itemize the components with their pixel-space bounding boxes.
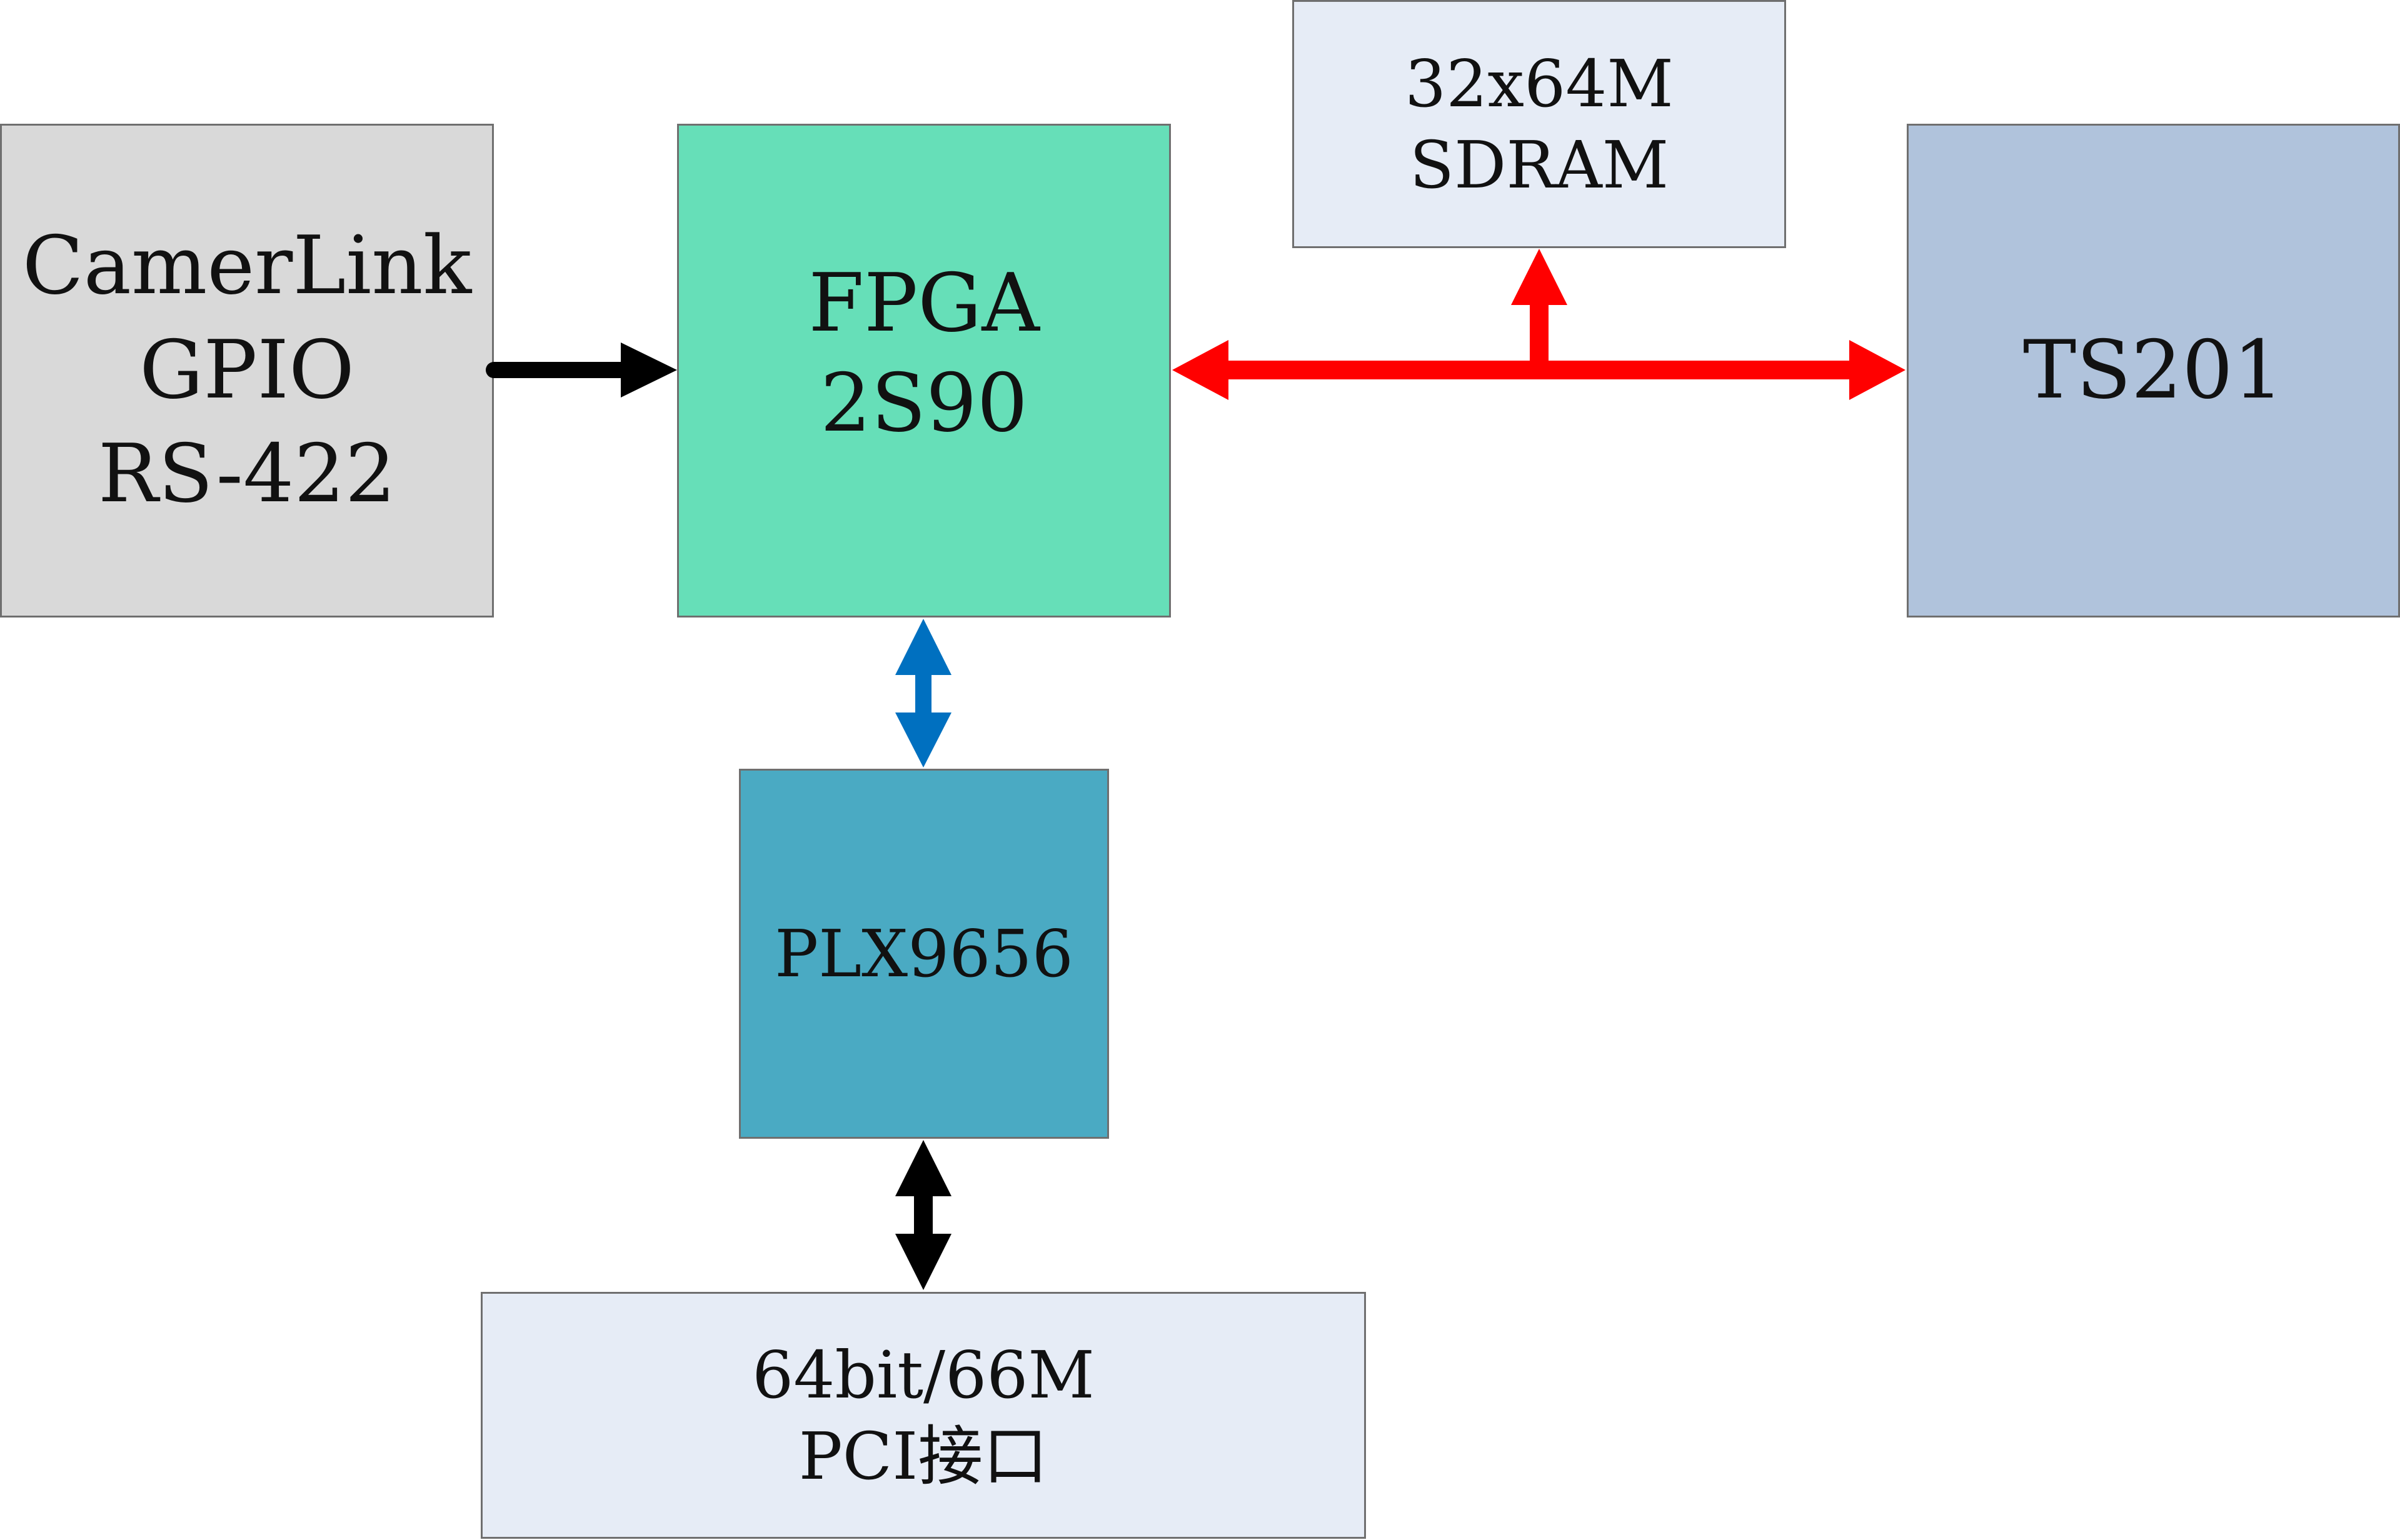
fpga-plx-arrow: [895, 619, 951, 768]
fpga-model-label: 2S90: [820, 357, 1028, 450]
rs422-label: RS-422: [98, 428, 396, 521]
camerlink-label: CamerLink: [22, 219, 472, 313]
fpga-ts201-bus-arrow: [1172, 340, 1905, 400]
fpga-label: FPGA: [808, 257, 1040, 350]
sdram-size-label: 32x64M: [1405, 45, 1674, 122]
gpio-label: GPIO: [139, 323, 354, 417]
plx9656-label: PLX9656: [775, 916, 1073, 992]
sdram-label: SDRAM: [1409, 126, 1669, 203]
pci-interface-label: PCI接口: [798, 1418, 1048, 1494]
pci-speed-label: 64bit/66M: [752, 1336, 1095, 1413]
camerlink-gpio-rs422-block: CamerLink GPIO RS-422: [0, 124, 494, 618]
camerlink-to-fpga-arrow: [486, 342, 677, 398]
plx-pci-arrow: [895, 1140, 951, 1290]
pci-interface-block: 64bit/66M PCI接口: [481, 1292, 1366, 1539]
fpga-block: FPGA 2S90: [677, 124, 1171, 618]
ts201-block: TS201: [1907, 124, 2400, 618]
bus-to-sdram-arrow: [1511, 249, 1567, 370]
plx9656-block: PLX9656: [739, 769, 1109, 1139]
sdram-block: 32x64M SDRAM: [1292, 0, 1786, 248]
ts201-label: TS201: [2022, 324, 2284, 417]
